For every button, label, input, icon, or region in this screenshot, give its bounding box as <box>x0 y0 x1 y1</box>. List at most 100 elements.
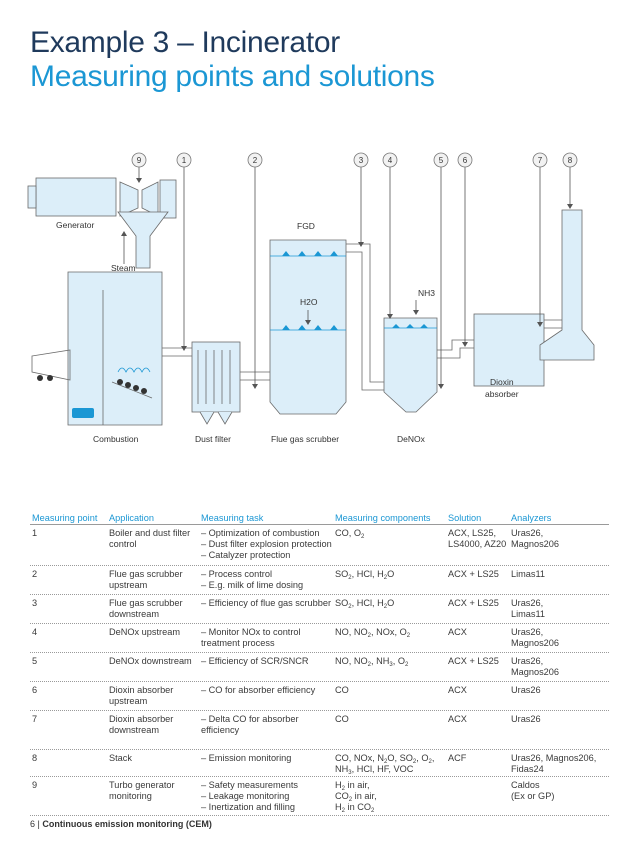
marker-circle-2 <box>247 152 263 168</box>
page-title-line2: Measuring points and solutions <box>30 60 435 93</box>
cell-line: Flue gas scrubber <box>109 598 183 608</box>
cell-line: Caldos <box>511 780 540 790</box>
cell-line: DeNOx upstream <box>109 627 180 637</box>
cell-measuring-point: 7 <box>32 714 38 724</box>
cell-line: SO2, HCl, H2O <box>335 598 395 610</box>
cell-line: efficiency <box>201 725 240 735</box>
cell-line: Magnos206 <box>511 667 560 677</box>
cell-solution: ACX <box>448 627 508 638</box>
cell-components: NO, NO2, NH3, O2 <box>335 656 447 668</box>
cell-line: ACX + LS25 <box>448 569 499 579</box>
cell-line: ACX + LS25 <box>448 598 499 608</box>
cell-line: Magnos206 <box>511 638 560 648</box>
cell-line: Uras26, <box>511 627 544 637</box>
cell-line: ACF <box>448 753 467 763</box>
cell-line: ACX, LS25, <box>448 528 497 538</box>
cell-line: – Leakage monitoring <box>201 791 290 801</box>
marker-label-2: 2 <box>253 156 258 165</box>
header-measuring-task: Measuring task <box>201 513 264 523</box>
cell-components: SO2, HCl, H2O <box>335 598 447 610</box>
cell-line: – Dust filter explosion protection <box>201 539 332 549</box>
cell-components: SO2, HCl, H2O <box>335 569 447 581</box>
cell-measuring-point: 6 <box>32 685 38 695</box>
cell-measuring-point: 2 <box>32 569 38 579</box>
label-dust-filter: Dust filter <box>195 434 231 444</box>
cell-analyzers: Uras26 <box>511 685 607 696</box>
cell-task: – Efficiency of flue gas scrubber <box>201 598 331 609</box>
cell-analyzers: Uras26 <box>511 714 607 725</box>
header-measuring-point: Measuring point <box>32 513 98 523</box>
cell-line: DeNOx downstream <box>109 656 192 666</box>
cell-analyzers: Uras26,Magnos206 <box>511 627 607 649</box>
dust-filter-unit <box>191 341 241 413</box>
denox-unit <box>383 317 438 413</box>
cell-measuring-point: 4 <box>32 627 38 637</box>
cell-line: treatment process <box>201 638 275 648</box>
label-fgd: FGD <box>297 221 315 231</box>
footer-title: Continuous emission monitoring (CEM) <box>42 819 212 829</box>
cell-components: NO, NO2, NOx, O2 <box>335 627 447 639</box>
cell-line: Stack <box>109 753 132 763</box>
cell-line: CO <box>335 714 349 724</box>
cell-line: CO, O2 <box>335 528 365 540</box>
cell-solution: ACX <box>448 714 508 725</box>
cell-line: – Emission monitoring <box>201 753 292 763</box>
cell-line: – Catalyzer protection <box>201 550 291 560</box>
cell-line: – E.g. milk of lime dosing <box>201 580 304 590</box>
marker-label-8: 8 <box>568 156 573 165</box>
marker-circle-1 <box>176 152 192 168</box>
cell-task: – Emission monitoring <box>201 753 331 764</box>
cell-line: control <box>109 539 137 549</box>
cell-line: – CO for absorber efficiency <box>201 685 316 695</box>
cell-line: NO, NO2, NOx, O2 <box>335 627 411 639</box>
cell-line: Limas11 <box>511 609 546 619</box>
label-denox: DeNOx <box>397 434 426 444</box>
cell-task: – Optimization of combustion– Dust filte… <box>201 528 332 561</box>
table-header: Measuring point Application Measuring ta… <box>30 509 609 525</box>
cell-line: ACX <box>448 714 467 724</box>
marker-label-1: 1 <box>182 156 187 165</box>
cell-line: Flue gas scrubber <box>109 569 183 579</box>
cell-line: Turbo generator <box>109 780 175 790</box>
hopper <box>117 211 169 269</box>
dioxin-absorber-unit <box>473 313 545 387</box>
header-solution: Solution <box>448 513 482 523</box>
cell-line: Boiler and dust filter <box>109 528 191 538</box>
label-flue-gas-scrubber: Flue gas scrubber <box>271 434 339 444</box>
cell-line: downstream <box>109 609 160 619</box>
label-steam: Steam <box>111 263 136 273</box>
cell-line: – Monitor NOx to control <box>201 627 301 637</box>
cell-line: Uras26, Magnos206, <box>511 753 597 763</box>
measuring-points-table: Measuring point Application Measuring ta… <box>30 509 609 816</box>
label-combustion: Combustion <box>93 434 139 444</box>
cell-solution: ACX + LS25 <box>448 569 508 580</box>
page-footer: 6 | Continuous emission monitoring (CEM) <box>30 819 212 829</box>
label-nh3: NH3 <box>418 288 435 298</box>
cell-line: ACX <box>448 685 467 695</box>
cell-task: – Delta CO for absorber efficiency <box>201 714 331 736</box>
marker-circle-3 <box>353 152 369 168</box>
cell-line: CO2 in air, <box>335 791 377 803</box>
cell-line: Uras26 <box>511 685 541 695</box>
footer-separator: | <box>37 819 40 829</box>
marker-label-5: 5 <box>439 156 444 165</box>
page-title-line1: Example 3 – Incinerator <box>30 26 340 59</box>
cell-task: – CO for absorber efficiency <box>201 685 331 696</box>
cell-analyzers: Limas11 <box>511 569 607 580</box>
label-dioxin-absorber-1: Dioxin <box>490 377 514 387</box>
cell-line: ACX + LS25 <box>448 656 499 666</box>
marker-label-9: 9 <box>137 156 142 165</box>
cell-line: Uras26, <box>511 528 544 538</box>
cell-line: Fidas24 <box>511 764 544 774</box>
